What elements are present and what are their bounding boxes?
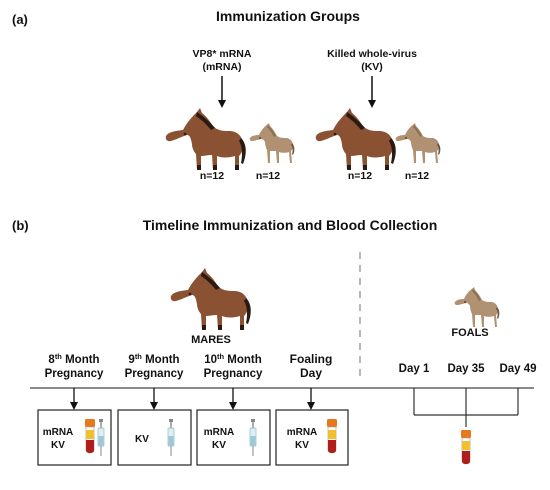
- event-2-box: [117, 409, 192, 466]
- event-4-label-line2: Day: [300, 366, 322, 380]
- group-1-name-line1: VP8* mRNA: [193, 48, 252, 60]
- foal-day-2-label: Day 35: [447, 363, 485, 375]
- group-2-mare-n: n=12: [348, 170, 372, 182]
- panel-b-title: Timeline Immunization and Blood Collecti…: [143, 217, 438, 233]
- group-2-name-line2: (KV): [361, 61, 383, 73]
- group-2-mare-icon: [315, 108, 396, 170]
- group-2-foal-n: n=12: [405, 170, 429, 182]
- event-3-box: [196, 409, 271, 466]
- event-4-box-line1: mRNA: [287, 427, 318, 438]
- event-3-box-line2: KV: [212, 440, 226, 451]
- event-2-label-line2: Pregnancy: [125, 368, 184, 380]
- event-1-box-line1: mRNA: [43, 427, 74, 438]
- mares-horse-icon: [170, 268, 251, 330]
- foal-day-3-label: Day 49: [499, 363, 536, 375]
- panel-b-label: (b): [12, 218, 29, 233]
- mares-label: MARES: [191, 334, 231, 346]
- event-3-label-line2: Pregnancy: [204, 368, 263, 380]
- panel-a-label: (a): [12, 12, 28, 27]
- group-1-name-line2: (mRNA): [202, 61, 241, 73]
- foals-foal-icon: [454, 287, 500, 327]
- foal-day-1-label: Day 1: [399, 363, 430, 375]
- event-4-label-line1: Foaling: [290, 352, 333, 366]
- event-3-label-line1: 10th Month: [204, 352, 262, 366]
- event-1-box-line2: KV: [51, 440, 65, 451]
- group-1-mare-icon: [165, 108, 246, 170]
- event-3-box-line1: mRNA: [204, 427, 235, 438]
- group-2-name-line1: Killed whole-virus: [327, 48, 417, 60]
- event-2-box-line2: KV: [135, 434, 149, 445]
- event-1-blood-tube-icon: [84, 418, 96, 454]
- foals-label: FOALS: [451, 327, 488, 339]
- panel-a-title: Immunization Groups: [216, 8, 360, 24]
- event-1-label-line1: 8th Month: [48, 352, 99, 366]
- group-1-foal-n: n=12: [256, 170, 280, 182]
- group-2-foal-icon: [395, 123, 441, 163]
- foal-blood-tube-icon: [460, 429, 472, 465]
- group-1-foal-icon: [249, 123, 295, 163]
- event-2-label-line1: 9th Month: [128, 352, 179, 366]
- event-4-box-line2: KV: [295, 440, 309, 451]
- event-4-blood-tube-icon: [326, 418, 338, 454]
- event-1-label-line2: Pregnancy: [45, 368, 104, 380]
- group-1-mare-n: n=12: [200, 170, 224, 182]
